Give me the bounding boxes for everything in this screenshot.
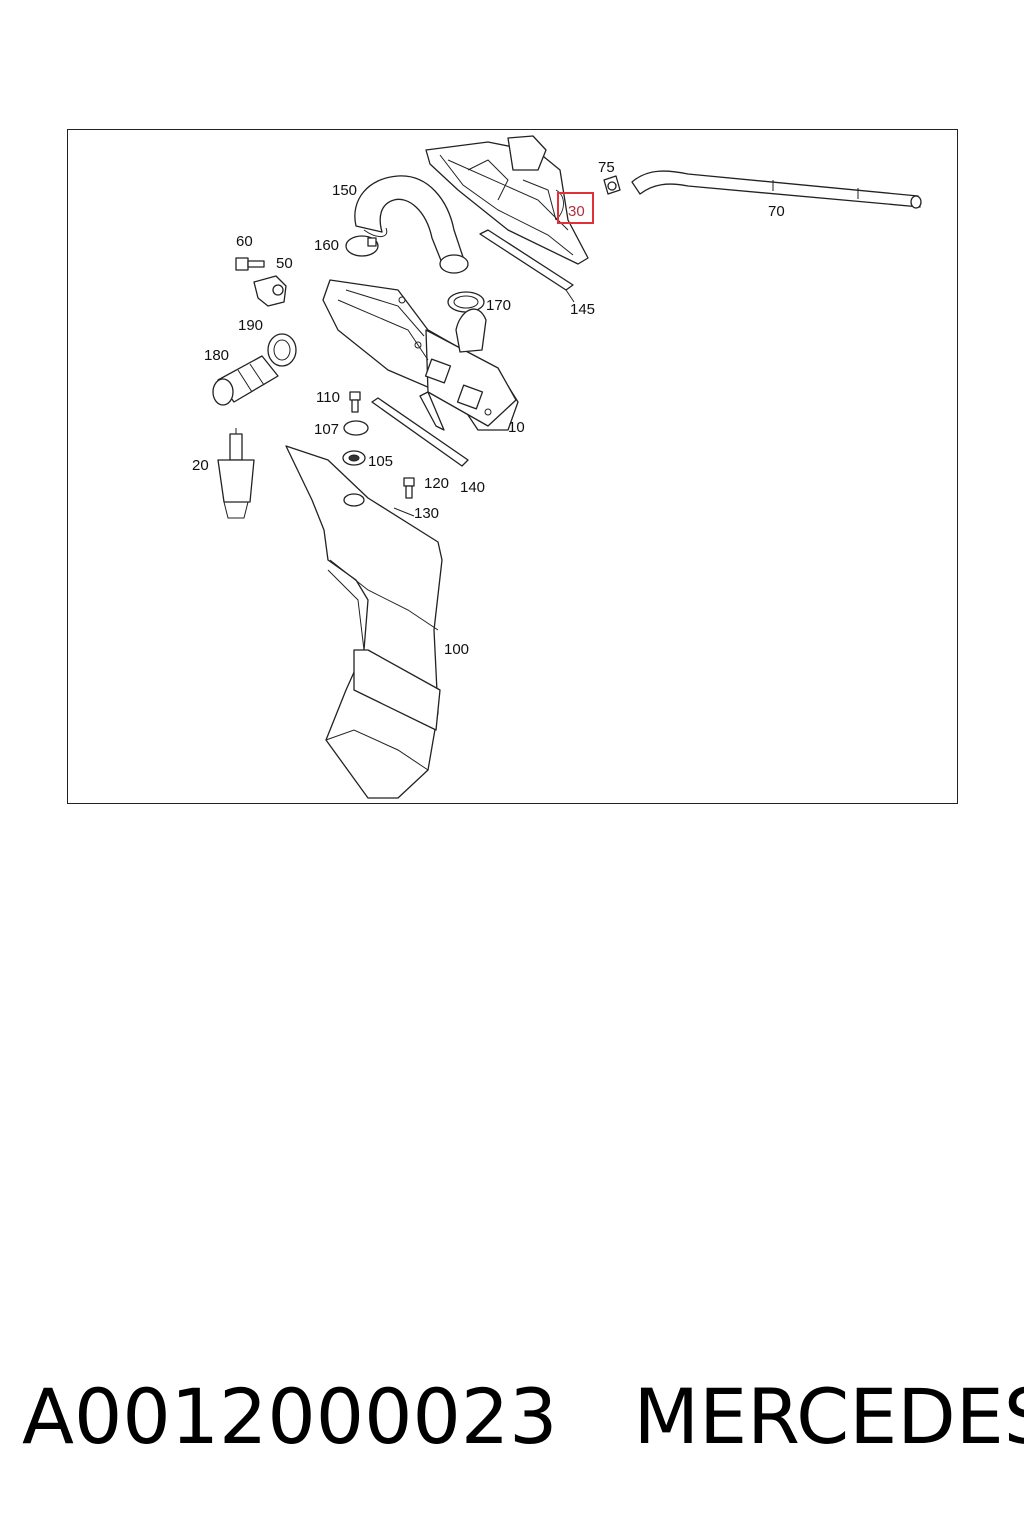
exploded-parts-diagram: 150 75 30 70 60 160 50 170 145 190 180 1…	[192, 135, 922, 799]
sensor-part-20	[217, 428, 255, 519]
callout-170: 170	[486, 297, 511, 314]
upper-housing-part	[425, 135, 589, 265]
part-number: A0012000023	[22, 1372, 558, 1461]
callout-107: 107	[314, 421, 339, 438]
pipe-part-150	[354, 175, 469, 274]
callout-10: 10	[508, 419, 525, 436]
pin-part-130	[393, 507, 415, 517]
callout-190: 190	[238, 317, 263, 334]
callout-105: 105	[368, 453, 393, 470]
callout-110: 110	[316, 389, 340, 406]
hose-part-180	[212, 355, 279, 406]
bar-part-145	[479, 229, 575, 303]
parts-diagram-frame: 150 75 30 70 60 160 50 170 145 190 180 1…	[67, 129, 958, 804]
callout-130: 130	[414, 505, 439, 522]
main-body-part-10	[322, 279, 519, 431]
bolt-part-60	[235, 257, 265, 271]
brand-name: MERCEDES	[633, 1372, 1024, 1461]
callout-100: 100	[444, 641, 469, 658]
clamp-part-170	[447, 291, 485, 313]
callout-50: 50	[276, 255, 293, 272]
hose-part-70	[631, 170, 922, 209]
screw-part-120	[403, 477, 415, 499]
sensor-part-50	[253, 275, 287, 307]
callout-120: 120	[424, 475, 449, 492]
callout-70: 70	[768, 203, 785, 220]
callout-180: 180	[204, 347, 229, 364]
callout-30-highlight-box	[557, 192, 594, 224]
duct-part-100	[285, 445, 443, 799]
grommet-part-105	[342, 450, 366, 466]
ring-part-190	[267, 333, 297, 367]
callout-75: 75	[598, 159, 615, 176]
callout-145: 145	[570, 301, 595, 318]
callout-140: 140	[460, 479, 485, 496]
clamp-part-75	[603, 175, 621, 195]
callout-30: 30	[568, 203, 585, 220]
bar-part-140	[371, 397, 469, 467]
callout-20: 20	[192, 457, 209, 474]
callout-150: 150	[332, 182, 357, 199]
washer-part-107	[343, 420, 369, 436]
callout-60: 60	[236, 233, 253, 250]
callout-160: 160	[314, 237, 339, 254]
screw-part-110	[349, 391, 361, 413]
part-caption: A0012000023 MERCEDES	[22, 1372, 1024, 1462]
clamp-part-160	[345, 235, 379, 257]
callout-labels: 150 75 30 70 60 160 50 170 145 190 180 1…	[192, 159, 785, 658]
